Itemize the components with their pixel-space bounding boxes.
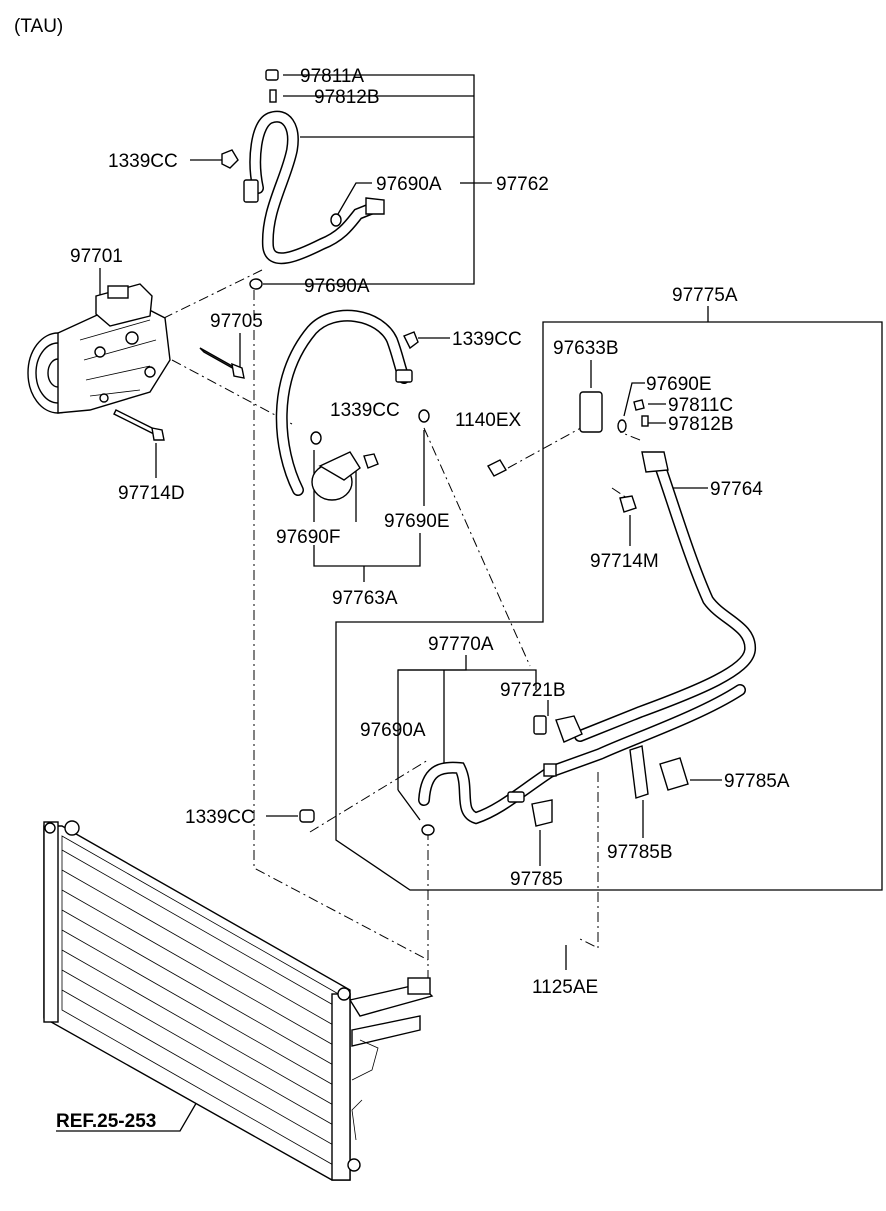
callout-97690A-mid: 97690A (304, 276, 370, 297)
liquid-line-97770A (299, 684, 746, 836)
callout-97811A: 97811A (300, 66, 364, 87)
callout-1125AE: 1125AE (532, 977, 598, 998)
variant-label: (TAU) (14, 16, 63, 37)
callout-97764: 97764 (710, 479, 763, 500)
callout-1339CC-low: 1339CC (185, 807, 255, 828)
callout-97811C: 97811C (668, 395, 733, 416)
callout-1140EX: 1140EX (455, 410, 522, 431)
callout-97763A: 97763A (332, 588, 398, 609)
callout-97785A: 97785A (724, 771, 790, 792)
callout-97701: 97701 (70, 246, 123, 267)
bolt-97705 (199, 347, 245, 379)
bolt-97714D (113, 409, 165, 441)
discharge-hose-97763A (275, 309, 430, 501)
callout-97721B: 97721B (500, 680, 566, 701)
callout-1339CC-top: 1339CC (108, 151, 178, 172)
callout-1339CC-center: 1339CC (330, 400, 400, 421)
callout-97770A: 97770A (428, 634, 494, 655)
callout-97690A-top: 97690A (376, 174, 442, 195)
callout-labels: 97811A 97812B 1339CC 97690A 97762 97701 … (70, 66, 790, 998)
callout-97705: 97705 (210, 311, 263, 332)
callout-97714D: 97714D (118, 483, 185, 504)
callout-97785B: 97785B (607, 842, 673, 863)
callout-97690E-right: 97690E (646, 374, 712, 395)
callout-97690F: 97690F (276, 527, 340, 548)
liquid-pipe-97764 (487, 391, 756, 742)
callout-97812B-right: 97812B (668, 414, 734, 435)
callout-97812B-top: 97812B (314, 87, 380, 108)
compressor (27, 283, 171, 414)
reference-link[interactable]: REF.25-253 (56, 1111, 156, 1132)
callout-97785: 97785 (510, 869, 563, 890)
assembly-lines (163, 269, 641, 990)
suction-hose-97762 (221, 69, 385, 290)
callout-1339CC-mid: 1339CC (452, 329, 522, 350)
callout-97775A: 97775A (672, 285, 738, 306)
leader-lines (53, 74, 883, 1132)
callout-97714M: 97714M (590, 551, 659, 572)
condenser (43, 820, 434, 1181)
callout-97690E-center: 97690E (384, 511, 450, 532)
callout-97762: 97762 (496, 174, 549, 195)
callout-97633B: 97633B (553, 338, 619, 359)
callout-97690A-low: 97690A (360, 720, 426, 741)
